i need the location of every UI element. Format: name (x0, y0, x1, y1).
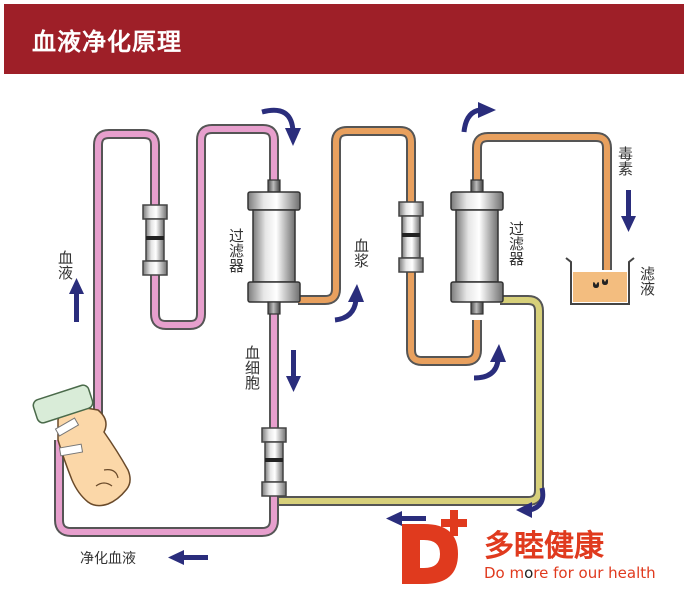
filter-2-cylinder (450, 179, 504, 315)
label-purified-blood: 净化血液 (80, 551, 136, 567)
arrow-down-icon (286, 350, 301, 392)
blood-tube (78, 124, 279, 433)
logo-slogan: Do more for our health (484, 564, 656, 582)
arrow-down-icon (621, 190, 636, 232)
label-blood-cells: 血细胞 (243, 345, 261, 391)
drop-icon (593, 282, 599, 288)
filter-1-cylinder (247, 179, 301, 315)
arrow-left-icon (168, 550, 208, 565)
curved-arrow-icon (261, 107, 301, 146)
connector-return (261, 427, 287, 497)
curved-arrow-icon (516, 487, 546, 518)
flow-arrows (69, 102, 636, 565)
curved-arrow-icon (334, 284, 364, 323)
arrow-up-icon (69, 278, 84, 322)
label-blood: 血液 (56, 250, 74, 280)
label-filter-1: 过滤器 (227, 228, 245, 273)
brand-logo: 多睦健康 Do more for our health (402, 510, 656, 584)
logo-brand-name: 多睦健康 (484, 529, 605, 564)
patient-hand-icon (32, 384, 131, 507)
label-toxin: 毒素 (616, 146, 634, 176)
label-plasma: 血浆 (352, 238, 370, 268)
plasma-tube (298, 126, 612, 366)
drop-icon (602, 279, 608, 285)
page-title: 血液净化原理 (32, 28, 182, 56)
filtrate-container (565, 257, 635, 305)
arrow-left-icon (386, 511, 426, 526)
label-filter-2: 过滤器 (507, 221, 525, 266)
curved-arrow-icon (473, 344, 506, 381)
connector-blood (142, 204, 168, 276)
purified-blood-tube (54, 310, 279, 537)
label-filtrate: 滤液 (638, 266, 656, 296)
logo-d-icon (402, 524, 458, 584)
curved-arrow-icon (461, 102, 496, 133)
title-banner: 血液净化原理 (4, 4, 684, 74)
return-tube (274, 295, 544, 506)
logo-plus-icon (441, 510, 467, 536)
connector-plasma (398, 201, 424, 273)
